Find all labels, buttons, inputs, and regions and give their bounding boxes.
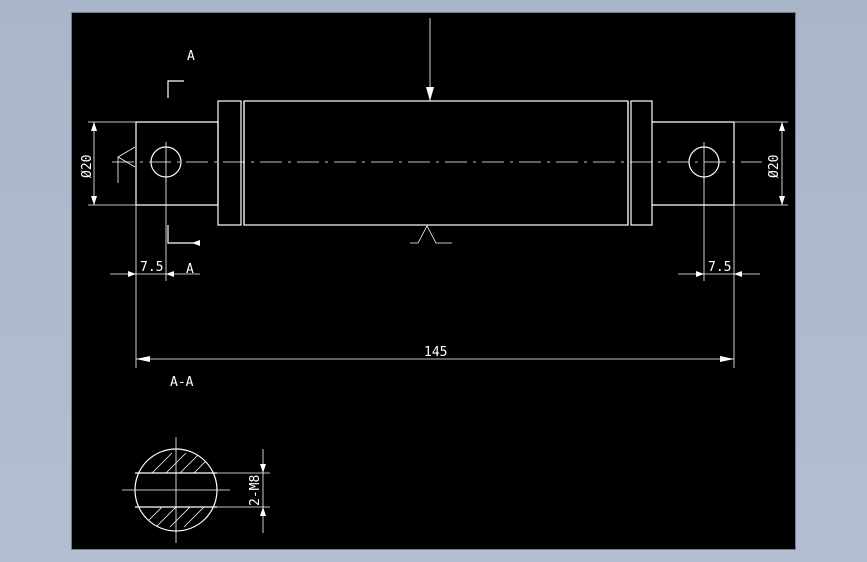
load-arrow [426, 18, 434, 101]
section-view-a-a [122, 437, 230, 543]
dim-offset-right-text: 7.5 [708, 260, 731, 275]
right-collar [627, 100, 653, 226]
dim-diameter-left-text: Ø20 [80, 155, 95, 178]
section-mark-top: A [167, 49, 195, 98]
dim-offset-left-text: 7.5 [140, 260, 163, 275]
dim-diameter-left: Ø20 [80, 121, 136, 206]
right-shaft-end [652, 121, 735, 206]
dim-offset-right: 7.5 [678, 178, 760, 368]
left-shaft-end [135, 121, 219, 206]
section-mark-bottom-label: A [186, 262, 194, 277]
dim-diameter-right: Ø20 [734, 121, 788, 206]
dim-diameter-right-text: Ø20 [767, 155, 782, 178]
dim-thread-text: 2-M8 [248, 475, 263, 506]
cad-drawing-viewport[interactable]: A A Ø20 Ø20 [72, 13, 795, 549]
dim-thread: 2-M8 [217, 449, 270, 533]
dim-length-text: 145 [424, 345, 447, 360]
left-collar [217, 100, 245, 226]
section-mark-top-label: A [187, 49, 195, 64]
section-mark-bottom: A [167, 225, 200, 277]
drawing-canvas: A A Ø20 Ø20 [80, 18, 788, 543]
surface-finish-symbol-bottom [410, 225, 452, 244]
dim-length: 145 [136, 345, 734, 362]
shaft-body [243, 100, 629, 226]
section-view-title: A-A [170, 375, 194, 390]
dim-offset-left: 7.5 [110, 178, 200, 368]
surface-finish-symbol-left [117, 146, 136, 168]
